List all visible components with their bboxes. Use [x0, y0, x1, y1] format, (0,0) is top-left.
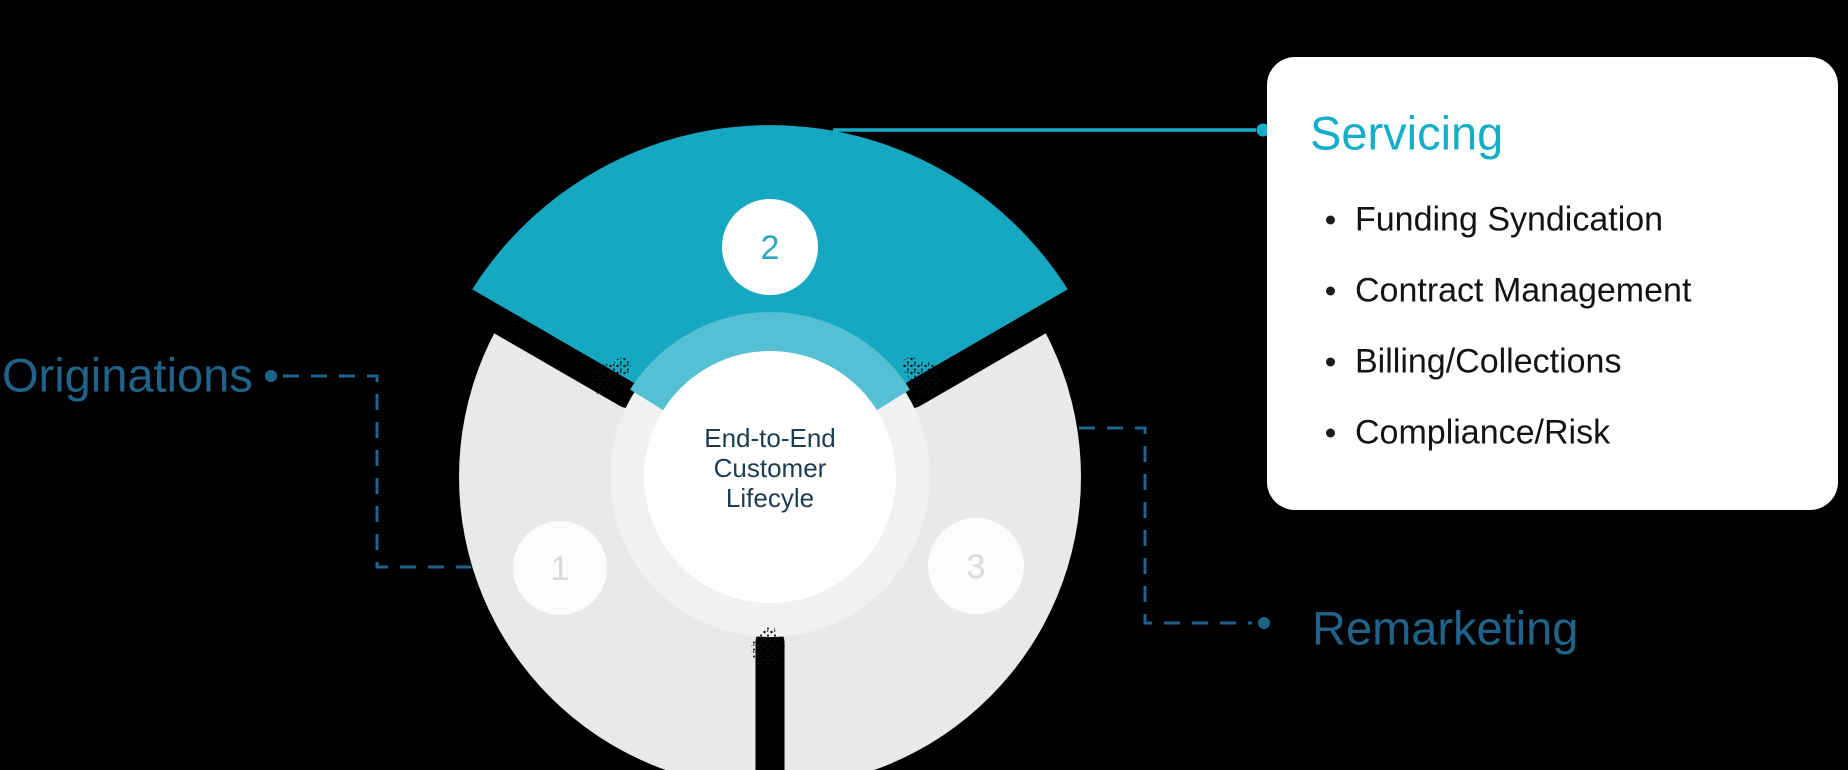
center-label-line2: Customer [713, 453, 827, 483]
center-label: End-to-End Customer Lifecyle [704, 423, 836, 513]
card-item-label: Contract Management [1355, 271, 1692, 310]
badge-1-number: 1 [551, 550, 570, 588]
servicing-detail-card: Servicing Funding Syndication Contract M… [1267, 57, 1838, 510]
card-item-label: Funding Syndication [1355, 200, 1664, 239]
card-title: Servicing [1310, 106, 1504, 160]
remarketing-connector-dot [1258, 617, 1270, 629]
badge-2-number: 2 [761, 229, 780, 267]
label-originations: Originations [2, 348, 253, 402]
originations-connector-line [283, 374, 471, 569]
bullet-icon [1326, 215, 1335, 225]
sector-servicing [471, 125, 1069, 477]
remarketing-connector-line [1079, 426, 1252, 625]
card-item-funding-syndication: Funding Syndication [1326, 201, 1663, 240]
card-item-label: Billing/Collections [1355, 342, 1622, 381]
card-item-compliance-risk: Compliance/Risk [1326, 414, 1610, 453]
segment-gap-right [899, 248, 1156, 408]
center-label-line3: Lifecyle [725, 483, 815, 513]
badge-3-circle [928, 518, 1024, 614]
badge-3-number: 3 [967, 548, 986, 586]
originations-connector-dot [265, 370, 277, 382]
servicing-connector-dot [1256, 123, 1270, 137]
card-item-label: Compliance/Risk [1355, 413, 1611, 452]
segment-gap-left [384, 248, 641, 408]
center-circle [644, 351, 896, 603]
bullet-icon [1326, 286, 1335, 296]
badge-1-circle [513, 521, 607, 615]
bullet-icon [1326, 357, 1335, 367]
center-label-line1: End-to-End [704, 423, 836, 453]
label-remarketing: Remarketing [1312, 601, 1579, 655]
card-item-billing-collections: Billing/Collections [1326, 343, 1621, 382]
stipple-texture [590, 357, 942, 666]
badge-2-circle [722, 199, 818, 295]
card-item-contract-management: Contract Management [1326, 272, 1691, 311]
bullet-icon [1326, 428, 1335, 438]
